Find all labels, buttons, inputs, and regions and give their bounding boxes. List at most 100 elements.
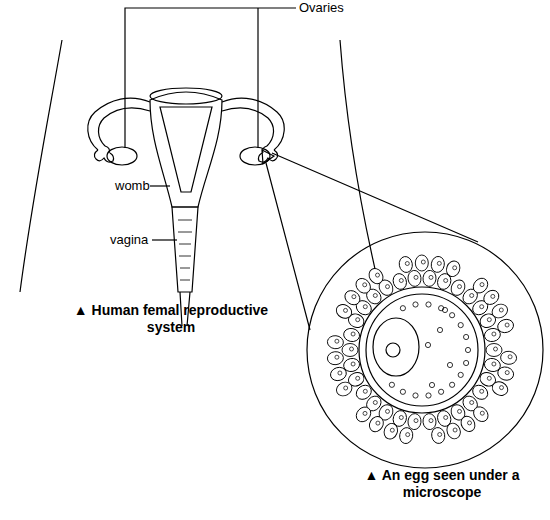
vagina-tube: [172, 207, 198, 292]
leader-line: [125, 8, 296, 148]
yolk-granule: [437, 327, 442, 332]
fallopian-tube: [88, 98, 150, 150]
follicle-cell: [422, 413, 437, 430]
cell-nucleus: [363, 411, 367, 415]
follicle-cell: [407, 413, 422, 430]
follicle-cell: [490, 302, 510, 321]
cell-nucleus: [437, 261, 441, 265]
follicle-cell: [398, 427, 414, 445]
womb-wall: [150, 92, 222, 207]
yolk-granule: [439, 389, 444, 394]
cell-nucleus: [376, 421, 380, 425]
follicle-cell: [444, 259, 462, 279]
cell-nucleus: [480, 305, 484, 309]
cell-nucleus: [505, 371, 509, 375]
leader-line: [152, 239, 177, 240]
follicle-cell: [334, 380, 354, 399]
yolk-granule: [400, 306, 405, 311]
yolk-granule: [413, 393, 418, 398]
womb-cavity: [160, 107, 212, 192]
zona-outer: [359, 287, 485, 413]
follicle-cell: [490, 379, 510, 398]
follicle-cell: [445, 421, 463, 441]
fallopian-tube: [98, 108, 150, 146]
fallopian-tube: [222, 108, 274, 146]
follicle-cell: [353, 404, 373, 425]
follicle-cell: [422, 270, 437, 287]
cell-nucleus: [350, 347, 354, 351]
yolk-granule: [400, 389, 405, 394]
cell-nucleus: [386, 409, 390, 413]
yolk-granule: [429, 382, 434, 387]
cell-nucleus: [344, 308, 348, 312]
follicle-cell: [391, 272, 408, 291]
follicle-cell: [496, 318, 515, 335]
yolk-granule: [464, 334, 469, 339]
cell-nucleus: [386, 285, 390, 289]
cell-nucleus: [373, 401, 377, 405]
cell-nucleus: [338, 371, 342, 375]
yolk-granule: [413, 302, 418, 307]
figure-caption: ▲ An egg seen under a microscope: [362, 467, 522, 501]
cell-nucleus: [480, 283, 484, 287]
cell-nucleus: [458, 409, 462, 413]
body-outline: [20, 40, 62, 292]
egg-nucleus: [373, 318, 419, 376]
follicle-cell: [334, 302, 354, 321]
follicle-cell: [430, 255, 446, 273]
egg-nucleolus: [386, 343, 400, 357]
yolk-granule: [450, 313, 455, 318]
part-label: vagina: [110, 232, 155, 247]
cell-nucleus: [458, 285, 462, 289]
yolk-granule: [425, 342, 430, 347]
cell-nucleus: [453, 428, 457, 432]
zona-inner: [366, 294, 478, 406]
cell-nucleus: [470, 401, 474, 405]
cell-nucleus: [508, 355, 512, 359]
cell-nucleus: [414, 419, 418, 423]
fimbriae: [94, 146, 113, 162]
cell-nucleus: [363, 305, 367, 309]
follicle-cell: [407, 270, 422, 287]
follicle-cell: [342, 327, 360, 343]
vagina-ridges: [178, 220, 192, 280]
cell-nucleus: [470, 294, 474, 298]
follicle-cell: [327, 335, 344, 349]
yolk-granule: [389, 382, 394, 387]
cell-nucleus: [405, 262, 409, 266]
follicle-cell: [496, 365, 515, 382]
cell-nucleus: [468, 421, 472, 425]
cell-nucleus: [363, 283, 367, 287]
leader-line: [257, 8, 258, 148]
yolk-granule: [458, 323, 463, 328]
cell-nucleus: [487, 376, 491, 380]
cell-nucleus: [444, 416, 448, 420]
follicle-cell: [398, 255, 414, 273]
cell-nucleus: [480, 411, 484, 415]
part-label: womb: [115, 178, 155, 193]
cell-nucleus: [499, 308, 503, 312]
yolk-granule: [450, 382, 455, 387]
cell-nucleus: [356, 318, 360, 322]
cell-nucleus: [505, 323, 509, 327]
cell-nucleus: [335, 339, 339, 343]
cell-nucleus: [356, 376, 360, 380]
magnify-marker: [262, 150, 274, 164]
cell-nucleus: [438, 433, 442, 437]
cell-nucleus: [363, 389, 367, 393]
cell-nucleus: [480, 389, 484, 393]
follicle-cell: [342, 344, 358, 357]
yolk-granule: [465, 347, 470, 352]
cell-nucleus: [444, 279, 448, 283]
body-outline: [340, 40, 378, 282]
cell-nucleus: [500, 386, 504, 390]
follicle-cell: [430, 426, 446, 444]
cell-nucleus: [399, 416, 403, 420]
yolk-granule: [447, 362, 452, 367]
yolk-granule: [426, 302, 431, 307]
follicle-cell: [327, 351, 344, 365]
cell-nucleus: [494, 347, 498, 351]
yolk-granule: [458, 372, 463, 377]
cell-nucleus: [429, 275, 433, 279]
